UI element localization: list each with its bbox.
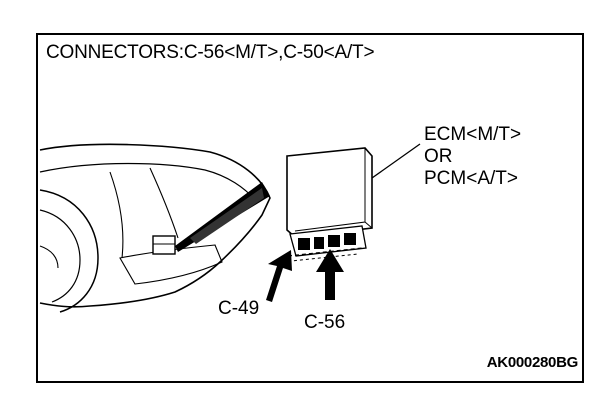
steering-wheel (39, 209, 81, 303)
dashboard-surface-line (109, 171, 124, 259)
figure-code: AK000280BG (486, 354, 579, 371)
arrow-c56 (316, 249, 344, 300)
steering-wheel (39, 189, 99, 313)
pointer-wedge (190, 188, 264, 244)
connector-label-c49: C-49 (218, 298, 260, 319)
unit-label-line3: PCM<A/T> (424, 168, 518, 189)
lower-panel (119, 244, 223, 285)
dash-connector (152, 235, 176, 255)
connector-label-c56: C-56 (304, 312, 346, 333)
label-leader-line (371, 143, 421, 179)
unit-label-line1: ECM<M/T> (424, 124, 522, 145)
dashboard-surface-line (149, 167, 179, 239)
dashboard-surface-line (39, 162, 256, 201)
diagram-title: CONNECTORS:C-56<M/T>,C-50<A/T> (46, 42, 375, 63)
ecm-box (281, 147, 373, 263)
dashboard-outline (39, 143, 271, 308)
arrow-c49 (266, 250, 292, 302)
unit-label-line2: OR (424, 146, 453, 167)
steering-wheel (39, 245, 59, 269)
